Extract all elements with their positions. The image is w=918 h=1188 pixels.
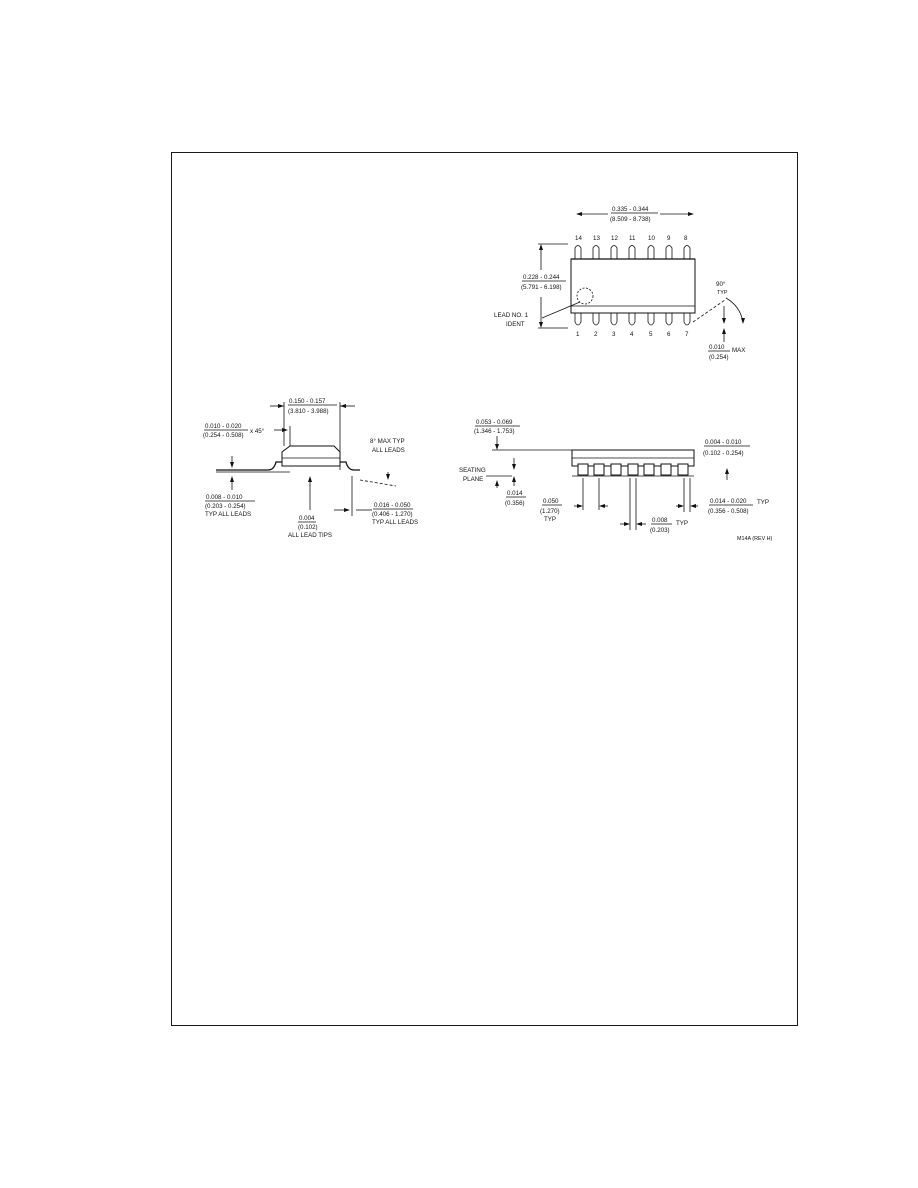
lead-width-dim-in: 0.008 (652, 517, 668, 524)
lead-ident-label-2: IDENT (506, 321, 525, 328)
pin-number: 10 (648, 235, 655, 242)
pin-number: 7 (685, 331, 689, 338)
top-max-suffix: MAX (732, 347, 745, 354)
pin-number: 4 (630, 331, 634, 338)
chamfer-suffix: x 45° (250, 428, 265, 435)
figure-id: M14A (REV H) (737, 536, 773, 542)
end-width-dim-mm: (3.810 - 3.988) (288, 408, 329, 415)
bottom-pin-numbers: 1 2 3 4 5 6 7 (576, 331, 689, 338)
clearance-dim-in: 0.004 - 0.010 (705, 439, 742, 446)
height-dim-mm: (1.346 - 1.753) (474, 428, 515, 435)
end-view-body (281, 445, 341, 467)
pitch-dim-mm: (1.270) (540, 508, 560, 515)
chamfer-dim-mm: (0.254 - 0.508) (203, 432, 244, 439)
drawing-frame (171, 152, 798, 1026)
tip-dim-in: 0.004 (299, 515, 315, 522)
lead-thick-dim-note: TYP ALL LEADS (205, 511, 251, 518)
tip-dim-mm: (0.102) (298, 524, 318, 531)
lead-w2-suffix: TYP (757, 499, 769, 506)
top-view: 0.335 - 0.344 (8.509 - 8.738) 14 13 12 1… (494, 206, 745, 361)
top-view-body (570, 258, 696, 314)
pin-number: 1 (576, 331, 580, 338)
pin-number: 2 (594, 331, 598, 338)
lead-w2-dim-mm: (0.356 - 0.508) (708, 508, 749, 515)
pitch-dim-in: 0.050 (543, 498, 559, 505)
top-angle-label-1: 90° (716, 281, 726, 288)
pin-number: 12 (611, 235, 618, 242)
foot-dim-note: TYP ALL LEADS (372, 519, 418, 526)
chamfer-dim-in: 0.010 - 0.020 (205, 423, 242, 430)
top-length-dim-mm: (8.509 - 8.738) (610, 216, 651, 223)
pin-number: 6 (667, 331, 671, 338)
lead-thick-dim-in: 0.008 - 0.010 (206, 494, 243, 501)
end-angle-label-1: 8° MAX TYP (370, 438, 405, 445)
lead-thick-dim-mm: (0.203 - 0.254) (205, 503, 246, 510)
bottom-leads (574, 313, 691, 326)
pin1-ident-mark (576, 287, 594, 305)
lead-width-dim-mm: (0.203) (650, 527, 670, 534)
pin-number: 8 (684, 235, 688, 242)
pitch-dim-note: TYP (544, 516, 556, 523)
seating-plane-label-2: PLANE (463, 476, 483, 483)
pin-number: 3 (612, 331, 616, 338)
top-width-dim-in: 0.228 - 0.244 (523, 274, 560, 281)
top-max-dim-in: 0.010 (709, 344, 725, 351)
height-dim-in: 0.053 - 0.069 (476, 419, 513, 426)
end-view: 0.150 - 0.157 (3.810 - 3.988) 0.010 - 0.… (203, 398, 418, 539)
side-view-leads (577, 463, 689, 476)
standoff-dim-mm: (0.356) (505, 500, 525, 507)
lead-ident-label-1: LEAD NO. 1 (494, 312, 529, 319)
top-width-dim-mm: (5.791 - 6.198) (521, 284, 562, 291)
foot-dim-mm: (0.406 - 1.270) (372, 511, 413, 518)
clearance-dim-mm: (0.102 - 0.254) (703, 450, 744, 457)
top-pin-numbers: 14 13 12 11 10 9 8 (575, 235, 688, 242)
pin-number: 11 (629, 235, 636, 242)
standoff-dim-in: 0.014 (507, 490, 523, 497)
pin-number: 13 (593, 235, 600, 242)
end-width-dim-in: 0.150 - 0.157 (289, 398, 326, 405)
lead-width-suffix: TYP (676, 520, 688, 527)
top-angle-label-2: TYP (717, 290, 728, 296)
side-view: 0.053 - 0.069 (1.346 - 1.753) SEATING PL… (459, 419, 773, 542)
top-max-dim-mm: (0.254) (709, 354, 729, 361)
pin-number: 5 (649, 331, 653, 338)
end-angle-label-2: ALL LEADS (372, 447, 405, 454)
pin-number: 14 (575, 235, 582, 242)
top-length-dim-in: 0.335 - 0.344 (612, 206, 649, 213)
pin-number: 9 (667, 235, 671, 242)
lead-w2-dim-in: 0.014 - 0.020 (710, 498, 747, 505)
seating-plane-label-1: SEATING (459, 467, 486, 474)
top-leads (574, 245, 691, 260)
tip-dim-note: ALL LEAD TIPS (288, 532, 332, 539)
foot-dim-in: 0.016 - 0.050 (374, 502, 411, 509)
